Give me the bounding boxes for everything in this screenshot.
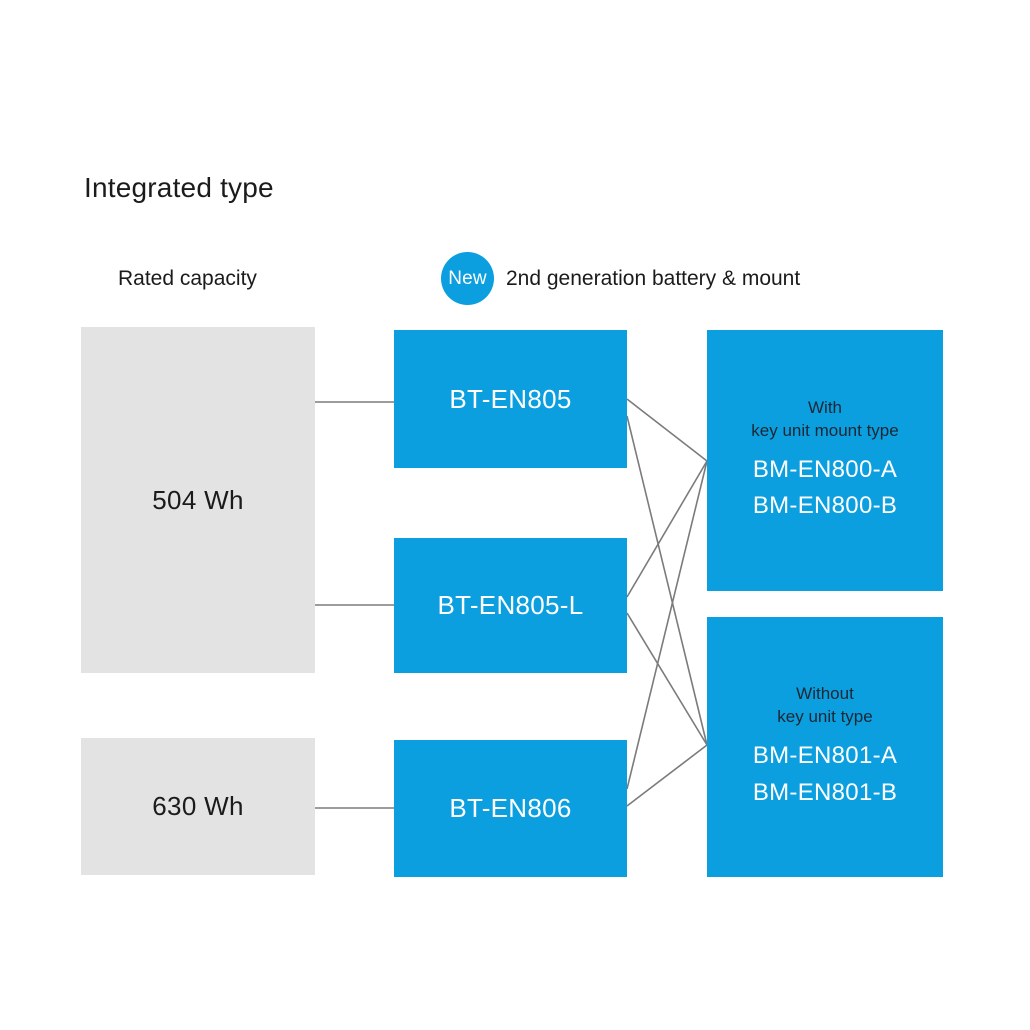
- capacity-label: 630 Wh: [152, 791, 244, 821]
- new-badge: New: [441, 252, 494, 305]
- mount-code-list: BM-EN800-A BM-EN800-B: [753, 453, 897, 525]
- mount-code: BM-EN801-A: [752, 742, 898, 770]
- connector-bten805l-bmen801: [626, 612, 708, 746]
- mount-caption-line2: key unit mount type: [751, 420, 899, 440]
- mount-code: BM-EN801-B: [752, 778, 898, 806]
- mount-caption-line1: With: [808, 397, 842, 417]
- connector-bten806-bmen801: [626, 744, 708, 807]
- new-badge-label: New: [448, 268, 487, 289]
- battery-box-bt-en805-l[interactable]: BT-EN805-L: [394, 538, 627, 673]
- capacity-label: 504 Wh: [152, 484, 244, 515]
- mount-box-bm-en800[interactable]: With key unit mount type BM-EN800-A BM-E…: [707, 330, 943, 591]
- battery-box-bt-en806[interactable]: BT-EN806: [394, 740, 627, 877]
- mount-box-bm-en801[interactable]: Without key unit type BM-EN801-A BM-EN80…: [707, 617, 943, 877]
- battery-box-bt-en805[interactable]: BT-EN805: [394, 330, 627, 468]
- mount-caption-line1: Without: [796, 684, 854, 704]
- connector-bten805-bmen801: [626, 415, 708, 746]
- battery-label: BT-EN805-L: [437, 590, 584, 620]
- capacity-box-630wh[interactable]: 630 Wh: [81, 738, 315, 875]
- column-header-rated-capacity: Rated capacity: [118, 267, 257, 290]
- mount-code-list: BM-EN801-A BM-EN801-B: [753, 739, 897, 811]
- battery-label: BT-EN805: [449, 383, 572, 414]
- connector-bten805-bmen800: [626, 398, 708, 462]
- battery-label: BT-EN806: [449, 793, 572, 823]
- mount-code: BM-EN800-A: [752, 455, 898, 483]
- column-header-generation: 2nd generation battery & mount: [506, 267, 801, 290]
- connector-bten806-bmen800: [626, 460, 708, 790]
- page-title: Integrated type: [84, 172, 274, 203]
- mount-code: BM-EN800-B: [752, 492, 898, 520]
- mount-caption-line2: key unit type: [777, 707, 873, 727]
- capacity-box-504wh[interactable]: 504 Wh: [81, 327, 315, 673]
- connector-bten805l-bmen800: [626, 460, 708, 598]
